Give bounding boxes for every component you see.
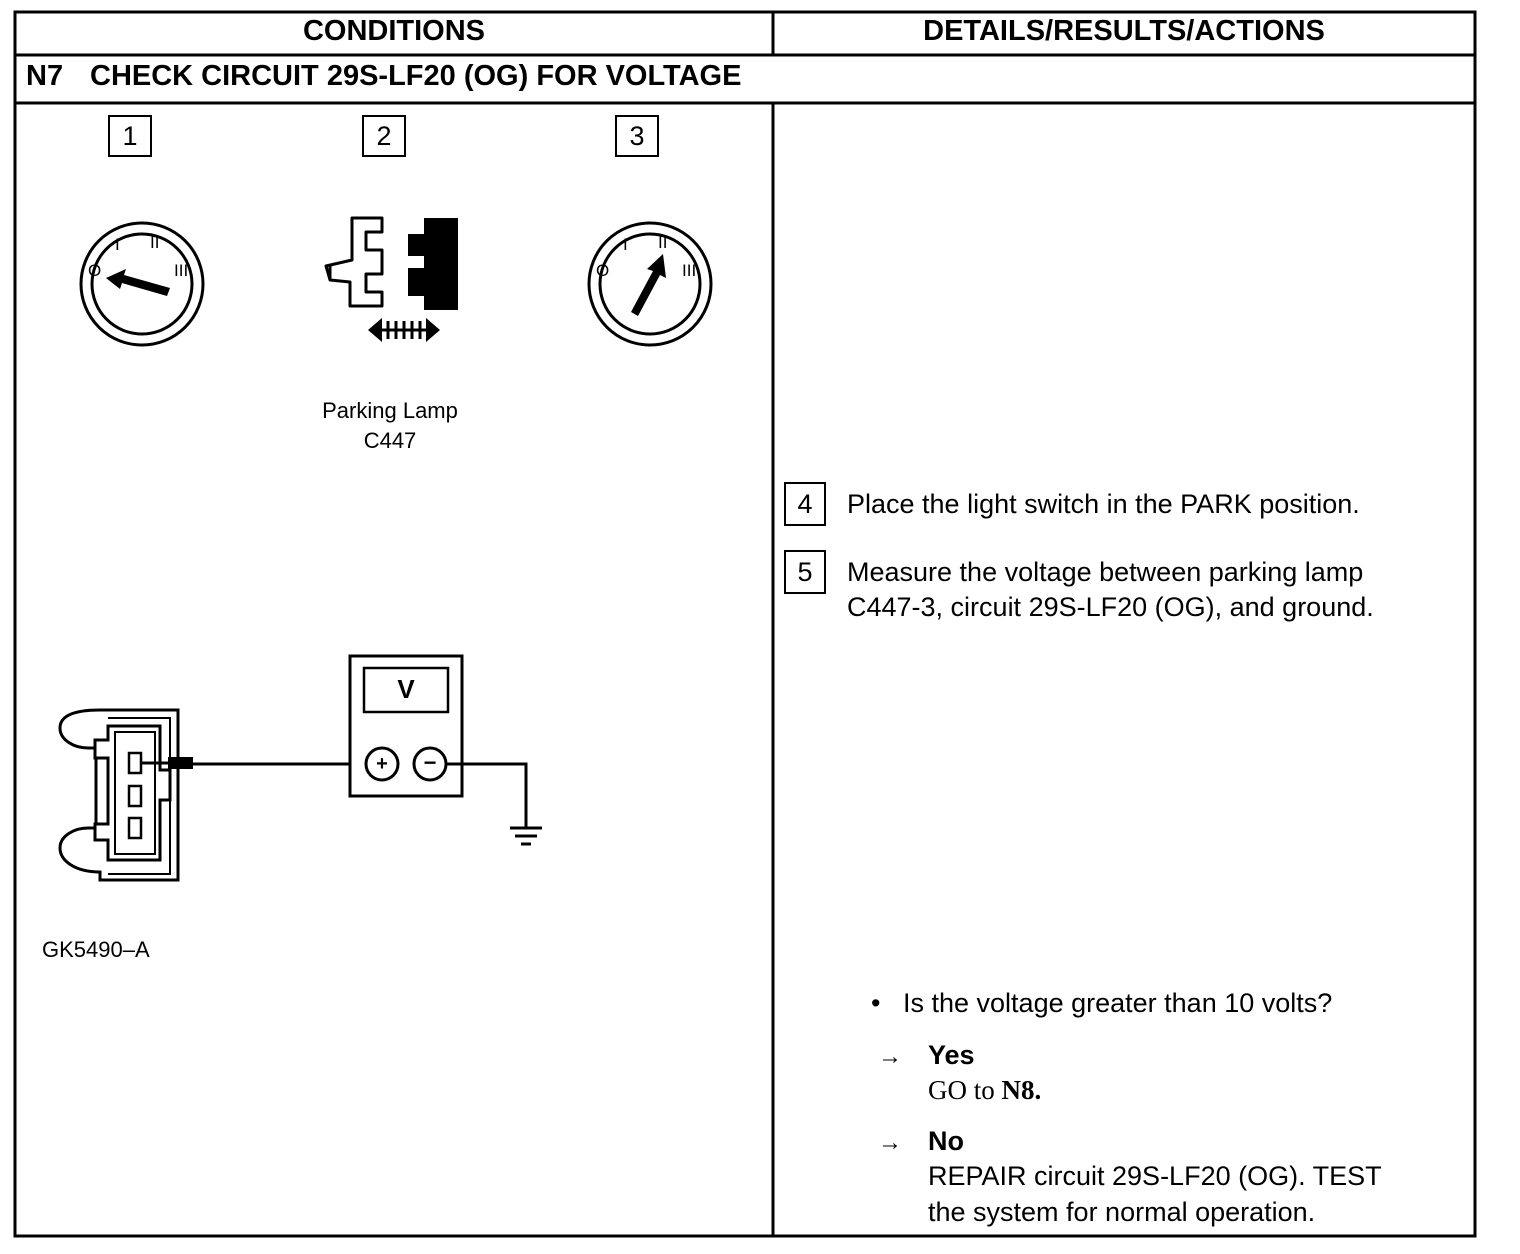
figure-code: GK5490–A (42, 937, 150, 962)
connector-disconnect-icon (324, 216, 458, 342)
conditions-header: CONDITIONS (302, 15, 486, 47)
step-4-box: 4 (784, 482, 826, 526)
switch-pos-iii: III (682, 261, 696, 280)
light-switch-park-icon: O I II III (587, 221, 713, 347)
connector-label-line1: Parking Lamp (322, 398, 458, 423)
switch-pos-iii: III (174, 261, 188, 280)
yes-action: GO to N8. (928, 1073, 1041, 1107)
step-5-line1: Measure the voltage between parking lamp (847, 557, 1364, 587)
yes-action-target: N8. (1001, 1075, 1042, 1105)
yes-action-prefix: GO to (928, 1075, 1002, 1105)
yes-arrow-icon: → (878, 1043, 902, 1070)
measurement-diagram (58, 654, 542, 882)
light-switch-off-icon: O I II III (79, 221, 205, 347)
no-line1: REPAIR circuit 29S-LF20 (OG). TEST (928, 1161, 1382, 1191)
switch-pos-ii: II (658, 233, 667, 252)
details-header: DETAILS/RESULTS/ACTIONS (923, 15, 1325, 47)
switch-pos-o: O (596, 261, 609, 280)
step-5-line2: C447-3, circuit 29S-LF20 (OG), and groun… (847, 592, 1374, 622)
switch-pos-i: I (623, 235, 628, 254)
question-text: Is the voltage greater than 10 volts? (903, 988, 1333, 1018)
voltmeter-plus: + (376, 753, 388, 775)
step-2-box: 2 (362, 115, 406, 157)
step-1-box: 1 (108, 115, 152, 157)
no-line2: the system for normal operation. (928, 1197, 1316, 1227)
switch-pos-ii: II (150, 233, 159, 252)
no-label: No (928, 1126, 964, 1156)
voltmeter-minus: − (423, 750, 437, 775)
connector-label: Parking Lamp C447 (290, 396, 490, 456)
question-bullet: • (871, 988, 881, 1018)
step-5-box: 5 (784, 550, 826, 594)
switch-pos-i: I (115, 235, 120, 254)
test-title: CHECK CIRCUIT 29S-LF20 (OG) FOR VOLTAGE (90, 60, 742, 92)
connector-label-line2: C447 (363, 428, 417, 453)
voltmeter-label: V (397, 674, 415, 704)
step-3-box: 3 (615, 115, 659, 157)
step-4-text: Place the light switch in the PARK posit… (847, 489, 1360, 519)
switch-pos-o: O (88, 261, 101, 280)
test-id: N7 (26, 60, 64, 92)
no-arrow-icon: → (878, 1129, 902, 1156)
yes-label: Yes (928, 1040, 975, 1070)
